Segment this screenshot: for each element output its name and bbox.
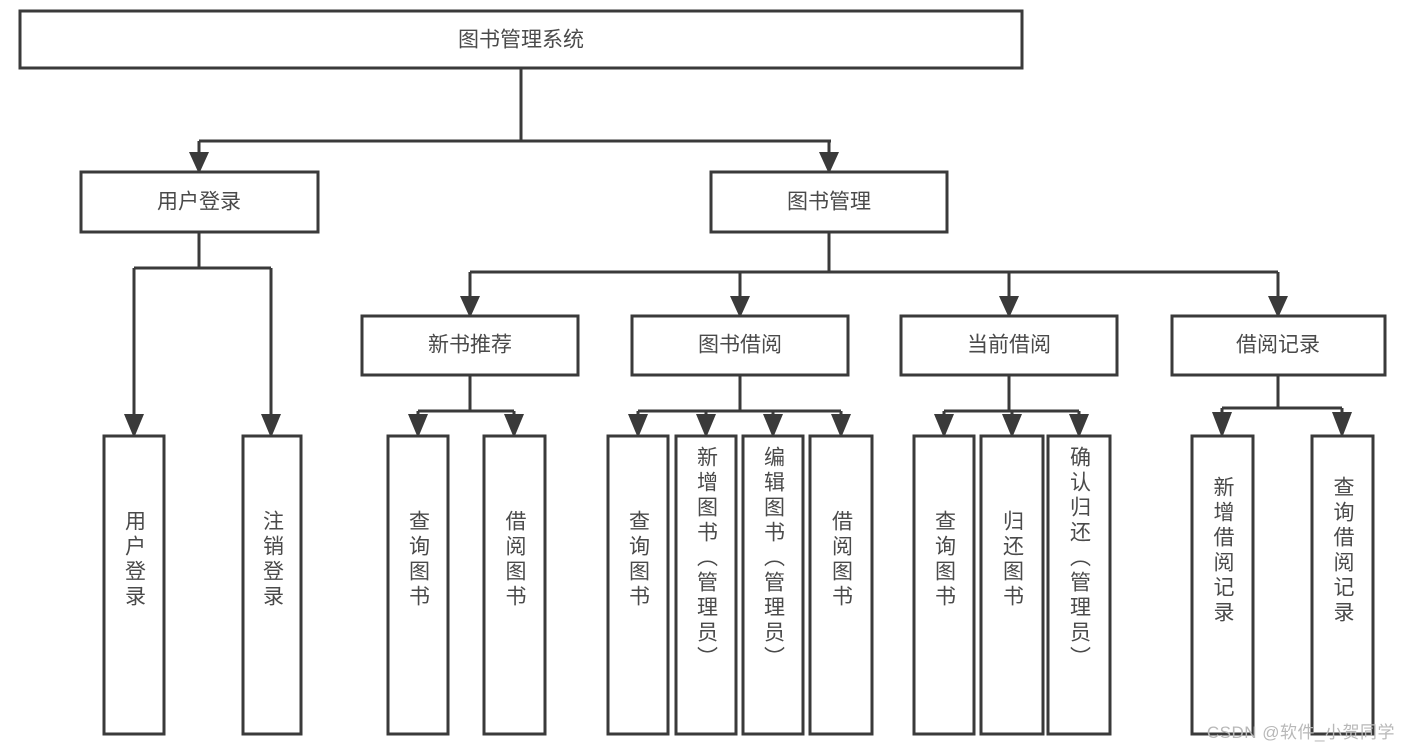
leaf-box-edit-book-admin[interactable] xyxy=(741,434,805,736)
arrowhead-leaf-add-borrow-record xyxy=(1212,412,1232,438)
node-root-box[interactable] xyxy=(18,9,1024,70)
arrowhead-leaf-query-book-bor xyxy=(628,414,648,438)
arrowhead-leaf-borrow-book-bor xyxy=(831,414,851,438)
leaf-box-return-book[interactable] xyxy=(979,434,1045,736)
leaf-box-borrow-book-rec[interactable] xyxy=(482,434,547,736)
arrowhead-leaf-confirm-return xyxy=(1069,414,1089,438)
arrowhead-leaf-user-logout xyxy=(261,414,281,438)
node-new-book-rec-label: 新书推荐 xyxy=(428,334,512,357)
arrowhead-current-borrow xyxy=(999,296,1019,318)
leaf-box-query-book-bor[interactable] xyxy=(606,434,670,736)
arrowhead-new-book-rec xyxy=(460,296,480,318)
arrowhead-leaf-return-book xyxy=(1002,414,1022,438)
leaf-box-query-borrow-record[interactable] xyxy=(1310,434,1375,736)
leaf-box-user-logout[interactable] xyxy=(241,434,303,736)
node-root-label: 图书管理系统 xyxy=(458,29,584,52)
arrowhead-user-login xyxy=(189,152,209,174)
arrowhead-book-borrow xyxy=(730,296,750,318)
arrowhead-borrow-record xyxy=(1268,296,1288,318)
node-user-login[interactable]: 用户登录 xyxy=(79,170,320,234)
node-book-manage[interactable]: 图书管理 xyxy=(709,170,949,234)
node-book-manage-box[interactable] xyxy=(709,170,949,234)
arrowhead-leaf-add-book-admin xyxy=(696,414,716,438)
node-new-book-rec-box[interactable] xyxy=(360,314,580,377)
node-user-login-box[interactable] xyxy=(79,170,320,234)
node-borrow-record-box[interactable] xyxy=(1170,314,1387,377)
node-borrow-record-label: 借阅记录 xyxy=(1236,334,1320,357)
node-current-borrow[interactable]: 当前借阅 xyxy=(899,314,1119,377)
leaf-box-group xyxy=(102,434,1375,736)
node-new-book-rec[interactable]: 新书推荐 xyxy=(360,314,580,377)
node-current-borrow-box[interactable] xyxy=(899,314,1119,377)
arrowhead-leaf-borrow-book-rec xyxy=(504,414,524,438)
node-root[interactable]: 图书管理系统 xyxy=(18,9,1024,70)
leaf-box-add-book-admin[interactable] xyxy=(674,434,738,736)
arrowhead-leaf-query-borrow-record xyxy=(1332,412,1352,438)
node-book-borrow-box[interactable] xyxy=(630,314,850,377)
node-book-manage-label: 图书管理 xyxy=(787,191,871,214)
arrowhead-leaf-user-login xyxy=(124,414,144,438)
node-current-borrow-label: 当前借阅 xyxy=(967,334,1051,357)
leaf-box-user-login[interactable] xyxy=(102,434,166,736)
leaf-box-query-book-rec[interactable] xyxy=(386,434,450,736)
arrowhead-group xyxy=(124,152,1352,438)
node-book-borrow-label: 图书借阅 xyxy=(698,334,782,357)
node-borrow-record[interactable]: 借阅记录 xyxy=(1170,314,1387,377)
arrowhead-leaf-query-book-rec xyxy=(408,414,428,438)
node-book-borrow[interactable]: 图书借阅 xyxy=(630,314,850,377)
arrowhead-leaf-query-book-cur xyxy=(934,414,954,438)
arrowhead-book-manage xyxy=(819,152,839,174)
node-user-login-label: 用户登录 xyxy=(157,191,241,214)
leaf-box-confirm-return-admin[interactable] xyxy=(1046,434,1112,736)
watermark: CSDN @软件_小贺同学 xyxy=(1206,723,1395,742)
leaf-box-query-book-cur[interactable] xyxy=(912,434,976,736)
leaf-box-add-borrow-record[interactable] xyxy=(1190,434,1255,736)
leaf-box-borrow-book-bor[interactable] xyxy=(808,434,874,736)
arrowhead-leaf-edit-book-admin xyxy=(763,414,783,438)
